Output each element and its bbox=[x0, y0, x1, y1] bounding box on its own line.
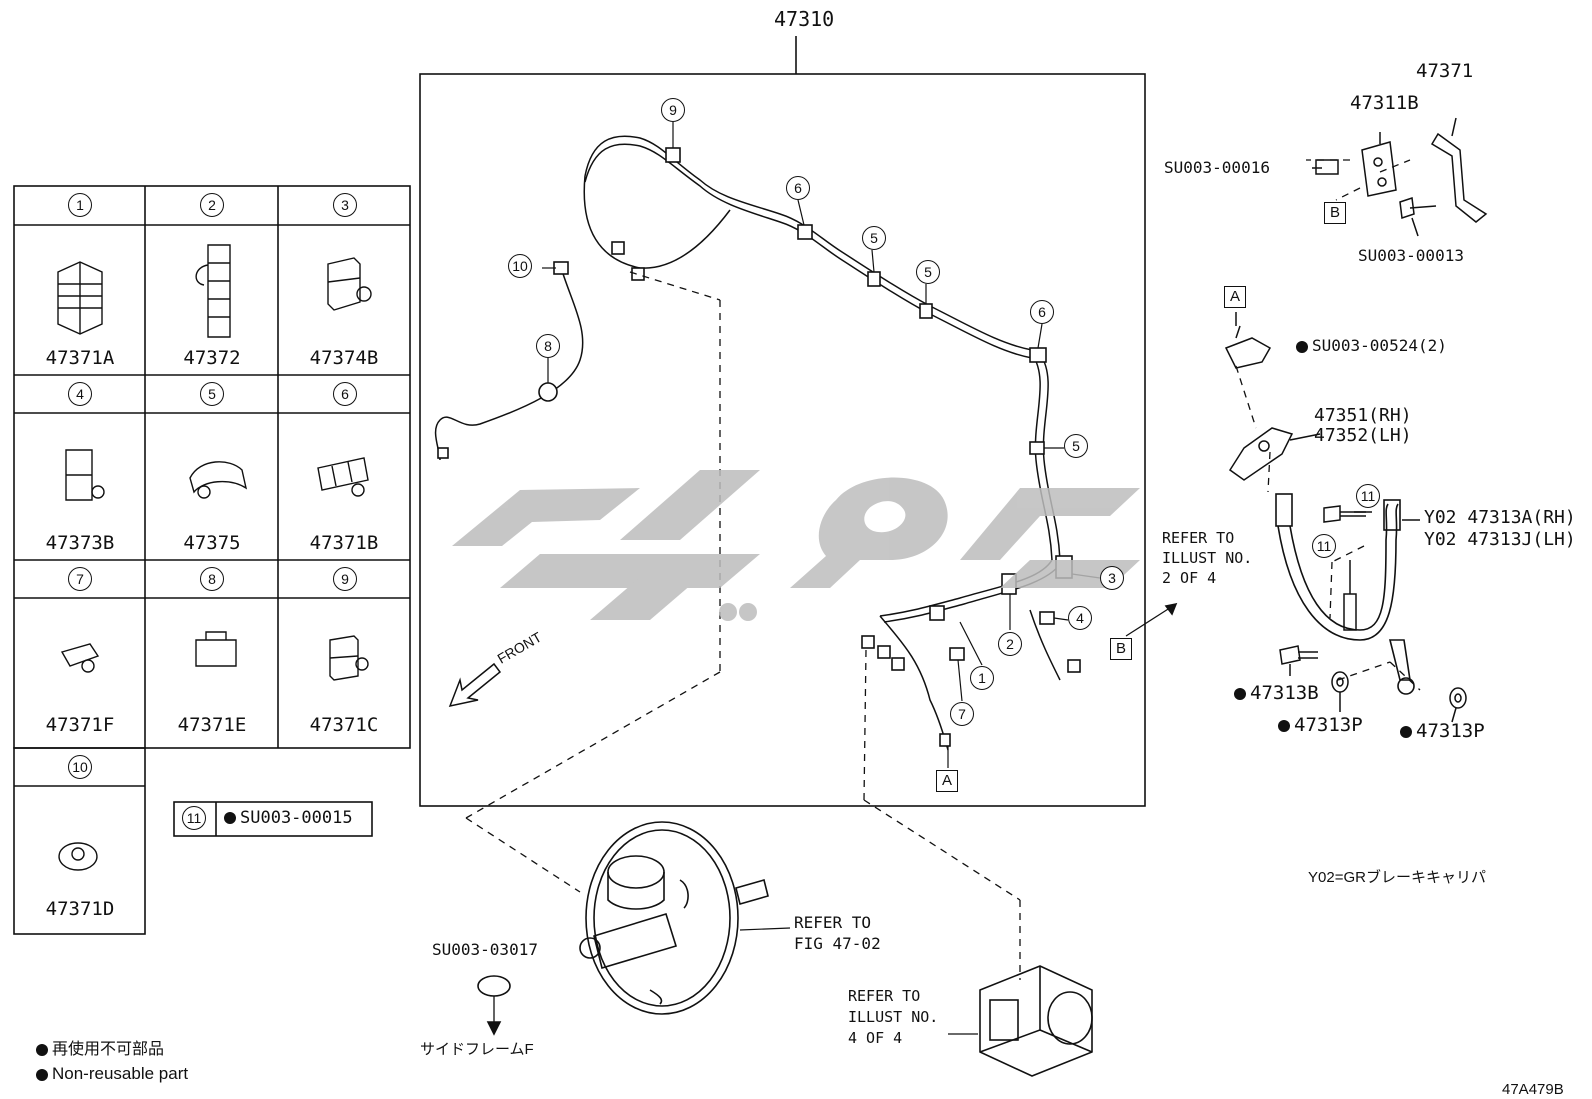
brake-tubes bbox=[434, 135, 1061, 751]
ref-box-a: A bbox=[936, 770, 958, 792]
main-frame bbox=[419, 73, 1146, 807]
non-reusable-dot-icon bbox=[36, 1043, 48, 1056]
clip-su003-00524: SU003-00524(2) bbox=[1296, 336, 1447, 355]
bolt-su003-00013: SU003-00013 bbox=[1358, 246, 1464, 265]
callout-5c: 5 bbox=[1064, 434, 1088, 458]
bracket-47311b-shape bbox=[1315, 117, 1488, 237]
callout-6a: 6 bbox=[786, 176, 810, 200]
item-11-part: SU003-00015 bbox=[224, 809, 353, 828]
ref-box-a-right: A bbox=[1224, 286, 1246, 308]
non-reusable-dot-icon bbox=[224, 812, 236, 824]
non-reusable-dot-icon bbox=[1234, 687, 1246, 700]
ref-box-b-top: B bbox=[1324, 202, 1346, 224]
clip-index-3: 3 bbox=[333, 193, 357, 217]
clip-part-10: 47371D bbox=[45, 898, 115, 920]
callout-2: 2 bbox=[998, 632, 1022, 656]
refer-fig-47-02: REFER TO FIG 47-02 bbox=[794, 913, 881, 953]
callout-10: 10 bbox=[508, 254, 532, 278]
grommet-part: SU003-03017 bbox=[432, 940, 538, 959]
part-47371: 47371 bbox=[1416, 60, 1474, 82]
clip-part-7: 47371F bbox=[45, 714, 115, 736]
non-reusable-dot-icon bbox=[1400, 725, 1412, 738]
callout-4: 4 bbox=[1068, 606, 1092, 630]
clip-index-10: 10 bbox=[68, 755, 92, 779]
legend-line-en: Non-reusable part bbox=[36, 1064, 188, 1083]
clip-part-9: 47371C bbox=[309, 714, 379, 736]
callout-8: 8 bbox=[536, 334, 560, 358]
refer-illust-2: REFER TO ILLUST NO. 2 OF 4 bbox=[1162, 529, 1253, 587]
part-47311b: 47311B bbox=[1350, 92, 1419, 114]
clip-index-5: 5 bbox=[200, 382, 224, 406]
callout-1: 1 bbox=[970, 666, 994, 690]
callout-5a: 5 bbox=[862, 226, 886, 250]
clip-index-7: 7 bbox=[68, 567, 92, 591]
callout-11b: 11 bbox=[1312, 534, 1336, 558]
clip-a-shape bbox=[1224, 312, 1272, 369]
bolt-47313b: 47313B bbox=[1234, 684, 1319, 703]
bracket-47351-shape bbox=[1228, 427, 1321, 481]
non-reusable-dot-icon bbox=[1296, 340, 1308, 353]
clip-part-2: 47372 bbox=[183, 347, 241, 369]
abs-actuator-shape bbox=[979, 965, 1093, 1077]
tube-clips bbox=[437, 147, 1081, 747]
gasket-47313p-1: 47313P bbox=[1278, 716, 1363, 735]
bracket-47352-lh: 47352(LH) bbox=[1314, 425, 1412, 446]
clip-part-6: 47371B bbox=[309, 532, 379, 554]
legend-line-jp: 再使用不可部品 bbox=[36, 1040, 164, 1059]
clip-index-2: 2 bbox=[200, 193, 224, 217]
item-11-index: 11 bbox=[182, 806, 206, 830]
flex-hose-shape bbox=[1275, 493, 1420, 695]
gasket-47313p-2: 47313P bbox=[1400, 722, 1485, 741]
clip-part-8: 47371E bbox=[177, 714, 247, 736]
clip-part-4: 47373B bbox=[45, 532, 115, 554]
non-reusable-dot-icon bbox=[1278, 719, 1290, 732]
non-reusable-dot-icon bbox=[36, 1068, 48, 1081]
main-assembly-number: 47310 bbox=[774, 7, 835, 31]
bracket-47351-rh: 47351(RH) bbox=[1314, 405, 1412, 426]
callout-7: 7 bbox=[950, 702, 974, 726]
grommet-shape bbox=[477, 975, 511, 997]
clip-index-9: 9 bbox=[333, 567, 357, 591]
clip-index-4: 4 bbox=[68, 382, 92, 406]
grommet-location: サイドフレームF bbox=[420, 1041, 534, 1058]
clip-index-6: 6 bbox=[333, 382, 357, 406]
y02-note: Y02=GRブレーキキャリパ bbox=[1308, 869, 1486, 886]
clip-table-grid bbox=[13, 185, 411, 935]
hose-47313a-rh: Y02 47313A(RH) bbox=[1424, 507, 1576, 528]
callout-11a: 11 bbox=[1356, 484, 1380, 508]
clip-part-5: 47375 bbox=[183, 532, 241, 554]
clip-part-3: 47374B bbox=[309, 347, 379, 369]
bolt-su003-00016: SU003-00016 bbox=[1164, 158, 1270, 177]
figure-code: 47A479B bbox=[1502, 1081, 1564, 1098]
front-arrow-shape bbox=[448, 662, 502, 708]
refer-illust-4: REFER TO ILLUST NO. 4 OF 4 bbox=[848, 987, 939, 1047]
callout-6b: 6 bbox=[1030, 300, 1054, 324]
callout-9: 9 bbox=[661, 98, 685, 122]
clip-index-1: 1 bbox=[68, 193, 92, 217]
ref-box-b: B bbox=[1110, 638, 1132, 660]
callout-5b: 5 bbox=[916, 260, 940, 284]
callout-3: 3 bbox=[1100, 566, 1124, 590]
clip-index-8: 8 bbox=[200, 567, 224, 591]
callout-leaders bbox=[542, 122, 1101, 768]
clip-icons bbox=[57, 244, 372, 871]
watermark-logo bbox=[452, 470, 1140, 621]
brake-booster-shape bbox=[579, 821, 769, 1015]
hose-47313j-lh: Y02 47313J(LH) bbox=[1424, 529, 1576, 550]
bolts-shape bbox=[1279, 167, 1467, 723]
clip-part-1: 47371A bbox=[45, 347, 115, 369]
